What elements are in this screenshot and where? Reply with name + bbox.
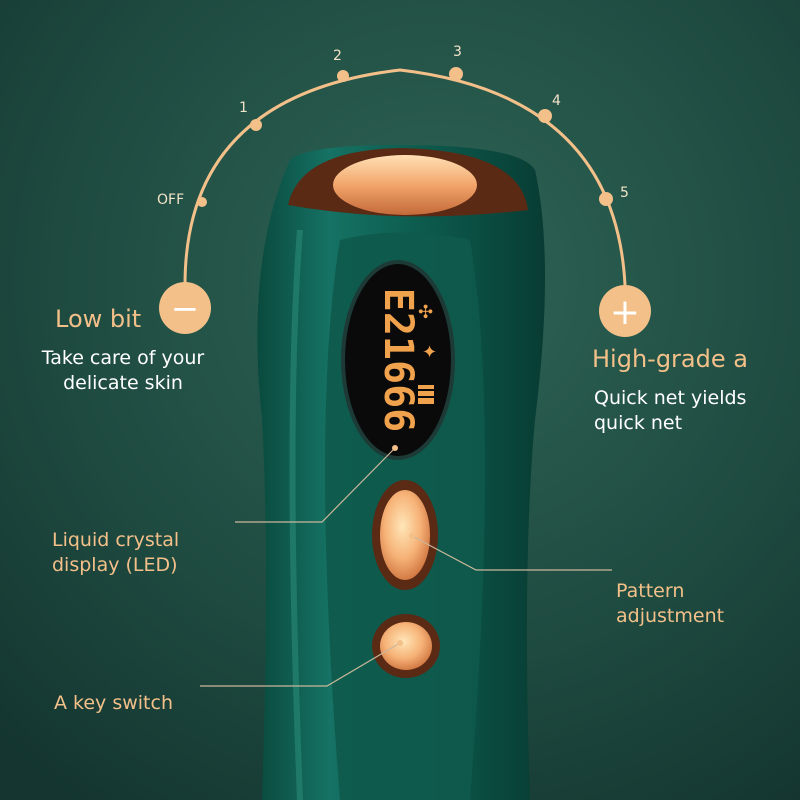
plus-button	[599, 285, 651, 337]
minus-button	[159, 282, 211, 334]
fan-icon: ✣	[418, 302, 433, 323]
lcd-reading: E21666	[375, 288, 421, 433]
signal-bars-icon	[418, 385, 434, 404]
minus-icon: −	[171, 289, 200, 329]
low-level-title: Low bit	[55, 305, 142, 333]
level-label-off: OFF	[157, 192, 185, 208]
lcd-callout: Liquid crystal display (LED)	[52, 529, 180, 576]
lamp-window	[333, 155, 477, 215]
switch-callout: A key switch	[54, 692, 173, 714]
level-dot-5	[599, 192, 613, 206]
level-label-2: 2	[333, 48, 342, 64]
level-label-3: 3	[453, 44, 462, 60]
level-label-4: 4	[552, 93, 561, 109]
power-button[interactable]	[380, 622, 432, 670]
high-level-description: Quick net yields quick net	[594, 387, 747, 434]
plus-icon: +	[610, 292, 640, 333]
lcd-screen	[341, 260, 455, 460]
lcd-leader-line	[235, 447, 396, 523]
device-highlight	[289, 229, 303, 800]
pattern-callout: Pattern adjustment	[616, 580, 725, 627]
switch-leader-dot	[397, 640, 403, 646]
intensity-arc	[183, 68, 627, 286]
high-level-title: High-grade a	[592, 345, 748, 373]
lcd-leader-dot	[392, 445, 398, 451]
level-label-1: 1	[239, 100, 248, 116]
level-dot-off	[197, 197, 207, 207]
pattern-leader-dot	[409, 533, 415, 539]
level-label-5: 5	[620, 185, 629, 201]
pattern-button[interactable]	[380, 490, 430, 580]
level-dot-2	[337, 70, 349, 82]
pattern-leader-line	[411, 535, 612, 571]
sparkle-icon: ✦	[422, 342, 437, 363]
low-level-description: Take care of your delicate skin	[41, 347, 205, 394]
switch-leader-line	[200, 642, 401, 687]
level-dot-3	[449, 67, 463, 81]
level-dot-1	[250, 119, 262, 131]
level-dot-4	[538, 109, 552, 123]
